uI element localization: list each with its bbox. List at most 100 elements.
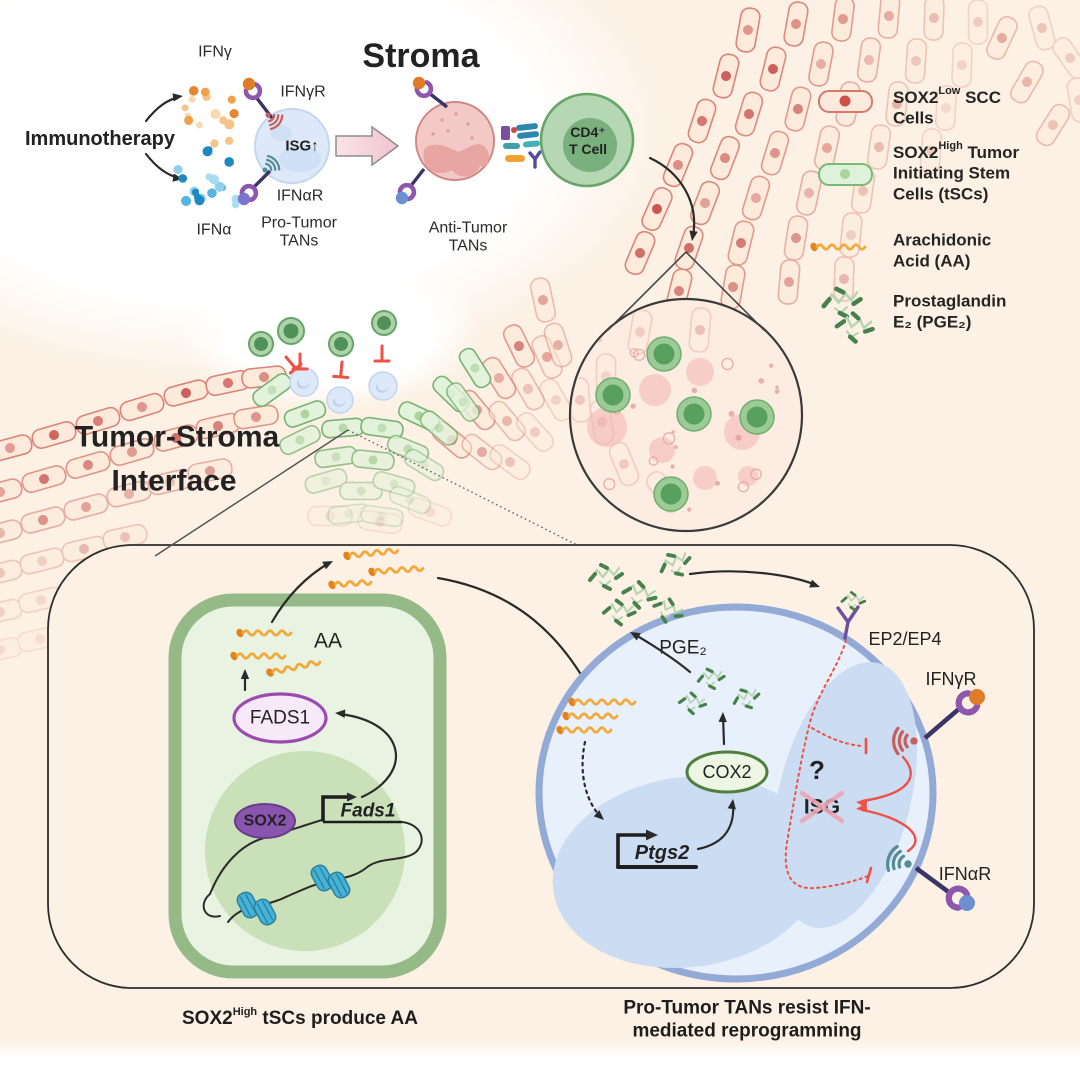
- aa-transfer-arrow: [436, 576, 591, 690]
- scc-cell: [489, 443, 531, 481]
- ifngr-to-isg-arrow: [860, 755, 912, 803]
- infiltrating-t-cells: [595, 336, 775, 512]
- scc-cell: [741, 175, 771, 221]
- legend-aa-line2: Acid (AA): [893, 252, 970, 271]
- ifn-dot: [207, 188, 217, 198]
- infiltration-arrow: [648, 156, 696, 238]
- caption-right-line1: Pro-Tumor TANs resist IFN-: [623, 998, 870, 1019]
- scc-cell: [20, 506, 66, 534]
- fads1-label: FADS1: [250, 708, 310, 729]
- legend-tsc-line3: Cells (tSCs): [893, 185, 988, 204]
- scc-cell: [689, 180, 721, 226]
- scc-cell: [687, 98, 717, 144]
- inhibition-t-bar: [332, 360, 350, 380]
- bottom-fade: [0, 1040, 1080, 1078]
- aa-squiggle-icon: [266, 660, 322, 677]
- ifn-dot: [227, 95, 236, 104]
- tan-cell-panel: Ptgs2 COX2 PGE₂ ? ISG: [535, 603, 937, 983]
- zoom-funnel-line-left: [154, 429, 349, 557]
- legend-pge2-line2: E₂ (PGE₂): [893, 313, 971, 332]
- scc-cell: [831, 0, 855, 42]
- scc-cell: [866, 124, 892, 170]
- tumor-blob: [693, 466, 717, 490]
- interface-tan-cells: [289, 367, 398, 414]
- ifnar-top-label: IFNαR: [277, 188, 324, 205]
- legend-tsc-line1: SOX2High Tumor: [893, 140, 1020, 162]
- pro-tumor-label-2: TANs: [280, 233, 319, 250]
- cd4-label-2: T Cell: [569, 141, 607, 157]
- scc-cell: [1052, 37, 1080, 79]
- tsc-cell-panel: SOX2 Fads1 FADS1 AA: [168, 593, 447, 979]
- ifna-ligand-icon: [237, 192, 251, 206]
- immune-synapse-icons: [501, 123, 542, 169]
- fads1-gene-label: Fads1: [341, 801, 396, 822]
- question-mark: ?: [809, 755, 825, 785]
- interface-tan-cell: [368, 371, 398, 401]
- aa-squiggle-icon: [368, 565, 425, 577]
- tsc-cell: [339, 481, 383, 501]
- ifn-dot: [189, 86, 199, 96]
- interface-t-cells: [248, 310, 397, 357]
- tsc-cell: [445, 382, 481, 422]
- ifn-dot: [205, 173, 213, 181]
- ifn-dot: [195, 121, 203, 129]
- scc-cell: [777, 259, 801, 305]
- scc-cell: [720, 264, 746, 310]
- scc-cell: [0, 598, 23, 626]
- ep2-inhibition-dotted: [784, 639, 869, 890]
- tsc-cell: [419, 410, 459, 446]
- legend-scc-line1: SOX2Low SCC: [893, 85, 1001, 107]
- infiltrating-t-cell: [739, 399, 775, 435]
- caption-left: SOX2High tSCs produce AA: [182, 1006, 418, 1029]
- tsc-cell: [351, 449, 395, 471]
- cd4-t-cell: CD4⁺ T Cell: [539, 92, 635, 188]
- panel-ifngr-receptor: [923, 689, 985, 740]
- scc-cell: [63, 493, 109, 521]
- aa-squiggle-icon: [810, 242, 867, 252]
- scc-cell: [0, 519, 23, 547]
- scc-cell: [839, 212, 863, 258]
- scc-cell: [515, 411, 555, 453]
- zoom-funnel-line-right: [347, 429, 578, 546]
- scc-cell: [727, 220, 755, 266]
- ep2-ep4-receptor: [836, 605, 860, 640]
- scc-cell: [712, 53, 740, 99]
- ifn-dot: [178, 174, 188, 183]
- ifn-dot: [200, 87, 210, 97]
- scc-cell: [662, 142, 694, 188]
- interface-label-line2: Interface: [111, 465, 236, 498]
- scc-cell: [106, 480, 152, 508]
- ifn-dot: [184, 115, 194, 125]
- scc-cell: [0, 559, 23, 587]
- aa-molecules: [230, 242, 867, 735]
- tsc-cell: [279, 424, 321, 456]
- tumor-blob: [639, 374, 671, 406]
- tsc-cell: [321, 417, 365, 439]
- scc-cell: [21, 465, 67, 493]
- legend-tsc-line2: Initiating Stem: [893, 164, 1010, 183]
- callout-line: [607, 251, 687, 331]
- magnifier-circle: [568, 156, 804, 533]
- aa-squiggle-icon: [568, 697, 637, 707]
- scc-cell: [1066, 77, 1080, 123]
- infiltrating-t-cell: [595, 377, 631, 413]
- aa-export-arrow: [270, 561, 331, 624]
- ifn-dot: [219, 116, 228, 125]
- interface-t-cell: [328, 331, 354, 357]
- scc-cell: [119, 392, 165, 422]
- callout-line: [685, 251, 765, 331]
- scc-cell: [539, 378, 573, 422]
- scc-cell: [233, 404, 279, 430]
- scc-cell: [19, 547, 65, 575]
- tumor-blob: [587, 407, 627, 447]
- ifn-dot: [210, 139, 219, 148]
- scc-cell: [0, 434, 33, 462]
- pge2-to-ep2-arrow: [688, 570, 818, 587]
- scc-cell: [735, 7, 761, 53]
- scc-cell: [357, 509, 403, 535]
- panel-ifnar-receptor: [914, 866, 975, 911]
- interface-t-cell: [371, 310, 397, 336]
- stroma-title: Stroma: [362, 37, 480, 75]
- scc-cell: [75, 406, 121, 436]
- immunotherapy-label: Immunotherapy: [25, 128, 176, 150]
